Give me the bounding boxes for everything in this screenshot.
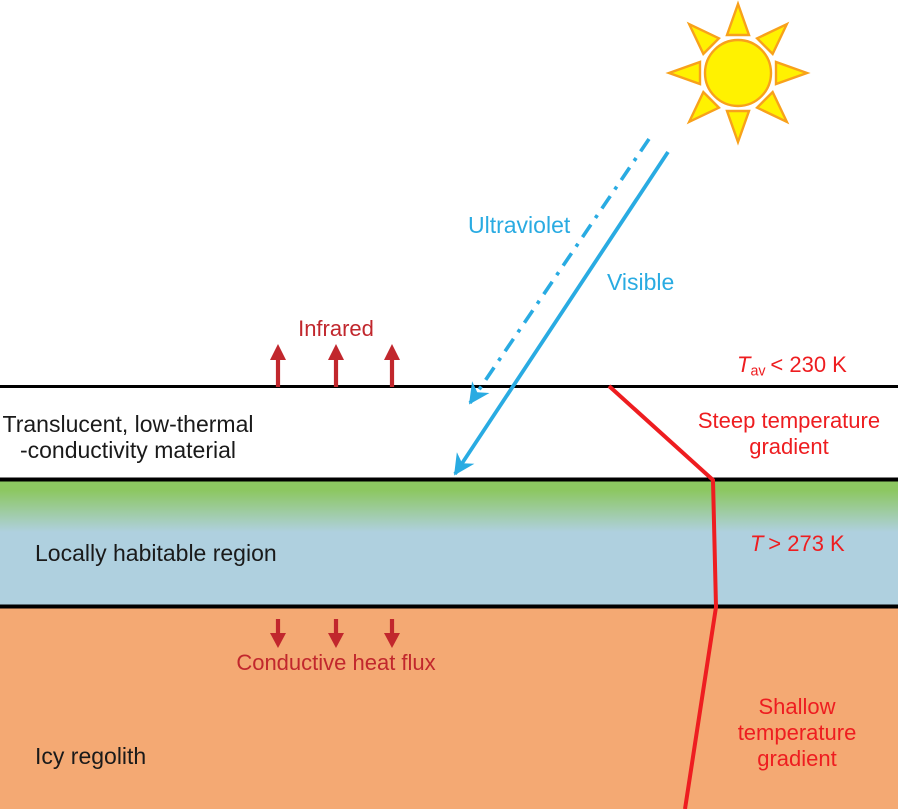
surface-temp-value: < 230 K <box>770 352 847 377</box>
regolith-band <box>0 607 898 809</box>
ultraviolet-label: Ultraviolet <box>468 212 571 238</box>
surface-temp-label: Tav< 230 K <box>737 352 847 385</box>
temperature-profile-line <box>607 384 719 809</box>
translucent-material-label: Translucent, low-thermal -conductivity m… <box>0 411 256 463</box>
ultraviolet-ray-line <box>468 137 651 405</box>
surface-temp-subscript: av <box>750 363 766 380</box>
steep-gradient-label: Steep temperature gradient <box>697 408 881 459</box>
shallow-gradient-label: Shallow temperature gradient <box>737 694 857 771</box>
infrared-label: Infrared <box>298 316 374 341</box>
conductive-flux-label: Conductive heat flux <box>236 650 436 675</box>
habitable-temp-value: > 273 K <box>768 531 845 556</box>
surface-temp-symbol: T <box>737 352 751 377</box>
habitable-temp-label: T> 273 K <box>750 531 845 557</box>
heat-flux-arrows <box>270 619 400 648</box>
translucent-material-line2: -conductivity material <box>19 437 237 463</box>
infrared-arrows <box>270 344 400 387</box>
sun-core <box>703 38 773 108</box>
habitable-region-label: Locally habitable region <box>35 540 277 566</box>
visible-label: Visible <box>607 269 675 295</box>
habitable-band <box>0 478 898 607</box>
sun-icon <box>665 0 811 146</box>
habitable-temp-symbol: T <box>750 531 764 556</box>
translucent-material-line1: Translucent, low-thermal <box>2 411 254 437</box>
visible-ray-line <box>453 150 670 476</box>
sun-rays <box>665 0 811 146</box>
icy-regolith-label: Icy regolith <box>35 743 147 769</box>
